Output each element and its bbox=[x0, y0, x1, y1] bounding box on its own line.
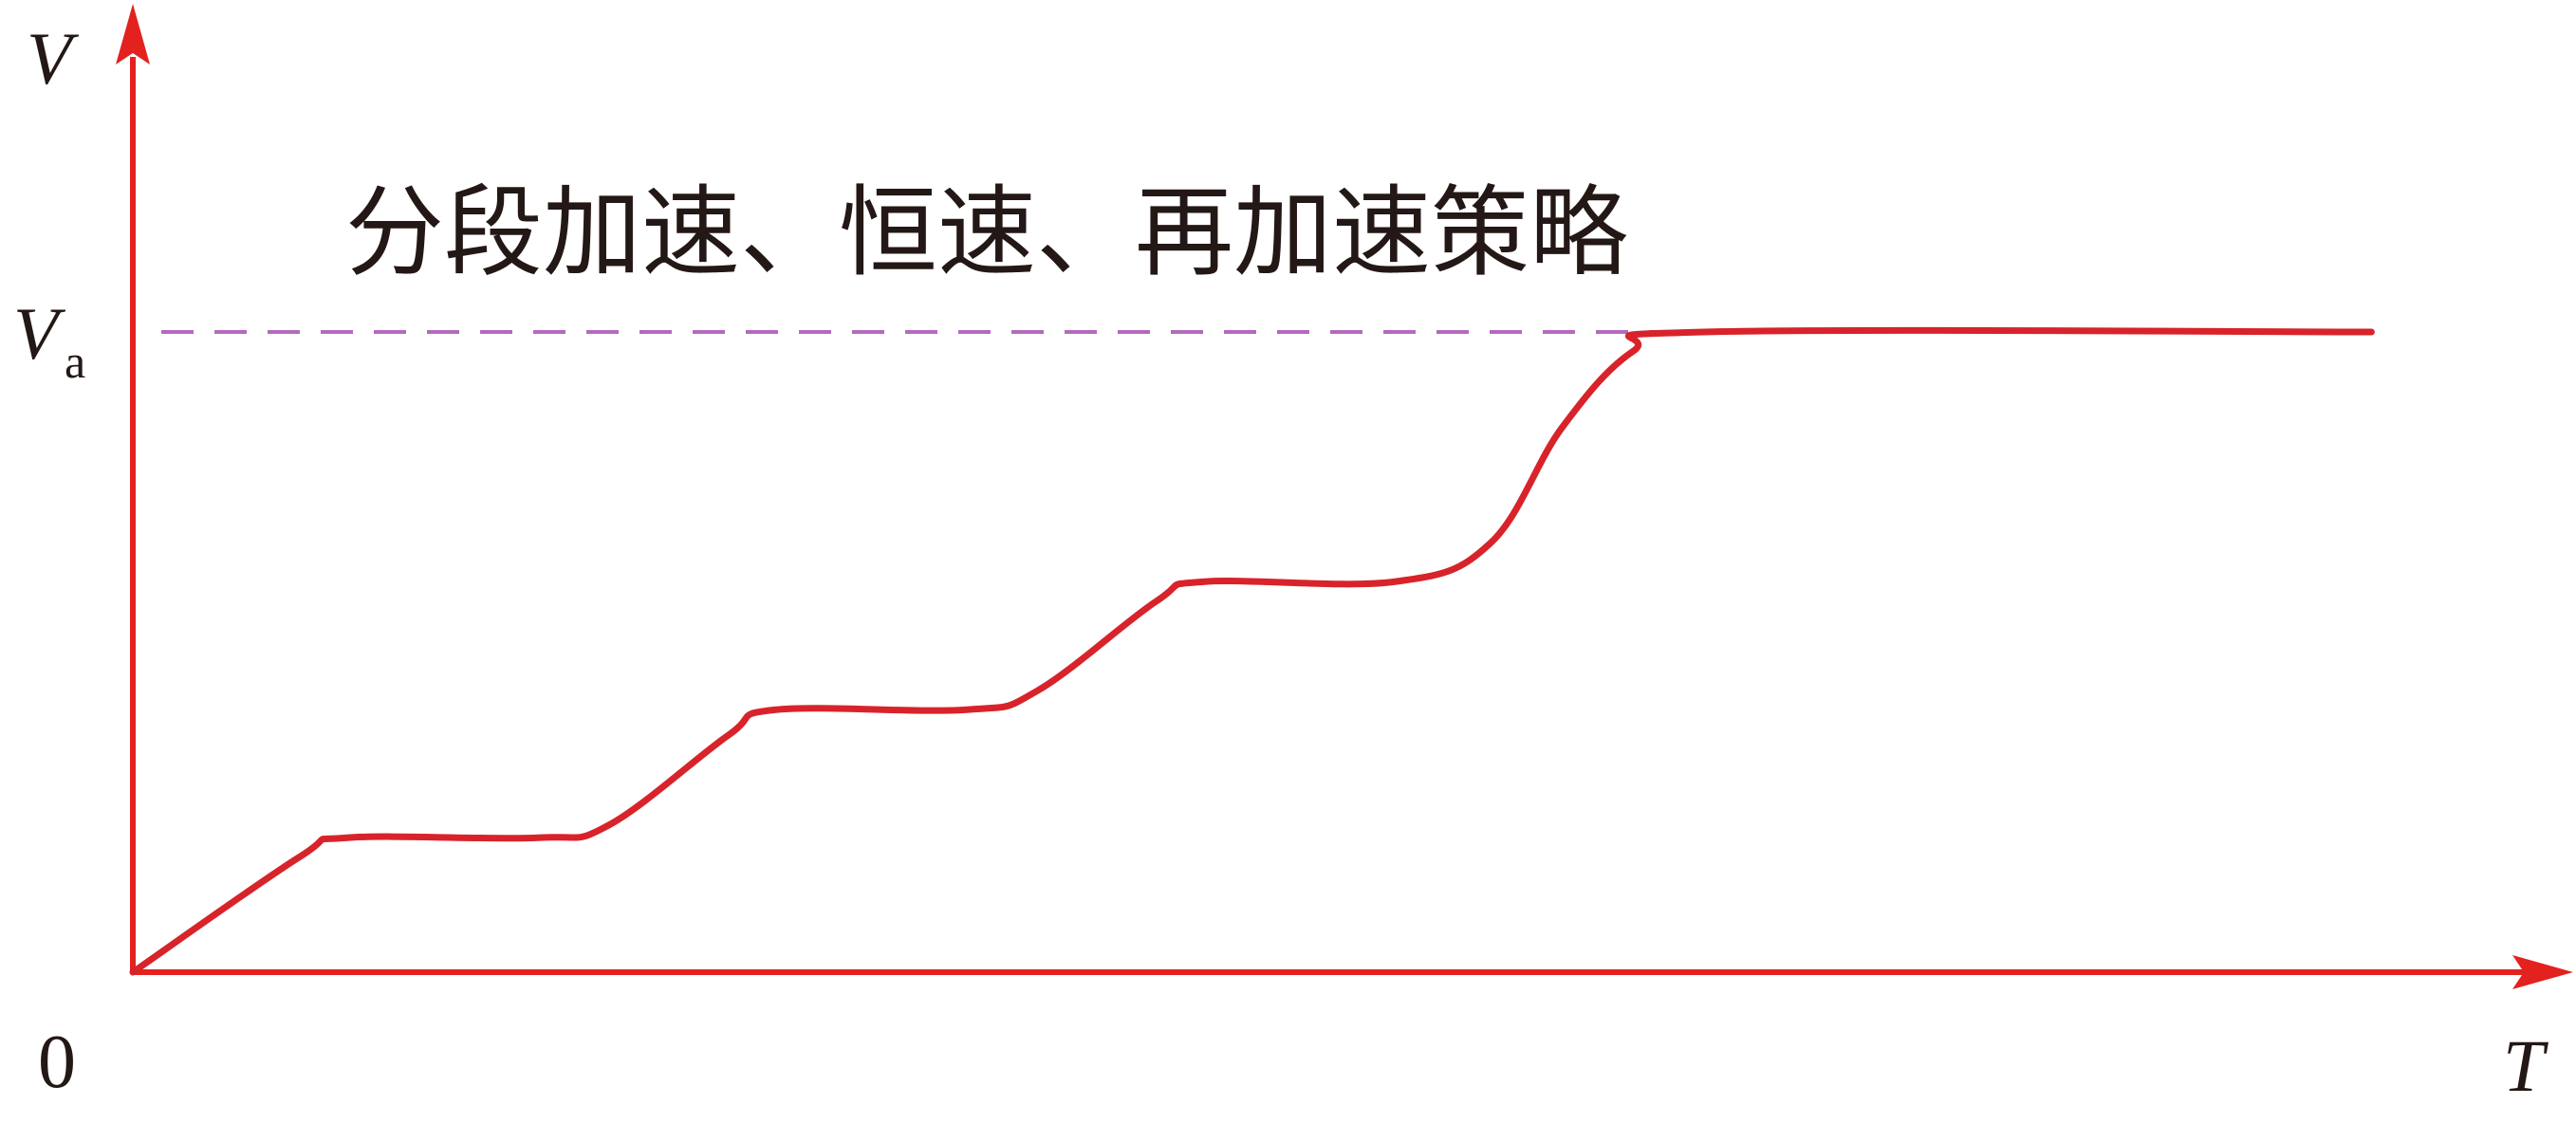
y-axis-arrow-icon bbox=[116, 4, 150, 64]
reference-line-label: V a bbox=[13, 292, 85, 388]
x-axis-arrow-icon bbox=[2512, 955, 2573, 989]
origin-label: 0 bbox=[38, 1021, 76, 1104]
chart-title: 分段加速、恒速、再加速策略 bbox=[345, 175, 1628, 290]
series-line-velocity bbox=[129, 326, 2375, 976]
y-axis-label: V bbox=[27, 17, 80, 100]
reference-label-main: V bbox=[13, 292, 66, 375]
x-axis-label: T bbox=[2503, 1024, 2548, 1107]
reference-label-sub: a bbox=[65, 335, 85, 388]
